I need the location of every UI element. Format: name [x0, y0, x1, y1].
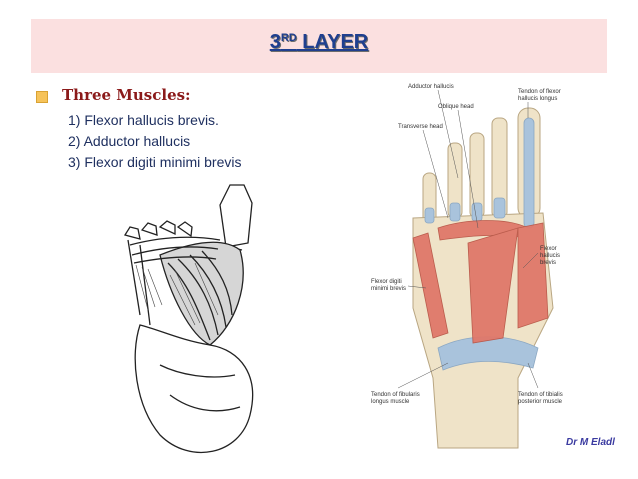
svg-text:Transverse head: Transverse head	[398, 124, 443, 130]
svg-text:Tendon of fibularis: Tendon of fibularis	[371, 392, 420, 398]
svg-text:hallucis: hallucis	[540, 253, 560, 259]
svg-text:Adductor hallucis: Adductor hallucis	[408, 84, 454, 90]
section-heading: Three Muscles:	[62, 86, 191, 104]
list-item: 3) Flexor digiti minimi brevis	[68, 154, 242, 170]
svg-text:posterior muscle: posterior muscle	[518, 399, 563, 405]
list-item: 1) Flexor hallucis brevis.	[68, 112, 219, 128]
svg-text:hallucis longus: hallucis longus	[518, 96, 557, 102]
svg-text:Tendon of tibialis: Tendon of tibialis	[518, 392, 563, 398]
svg-text:Tendon of flexor: Tendon of flexor	[518, 89, 561, 95]
author-signature: Dr M Eladl	[566, 437, 615, 448]
svg-text:Oblique head: Oblique head	[438, 104, 474, 110]
svg-text:brevis: brevis	[540, 260, 556, 266]
foot-plantar-anatomy-figure: Adductor hallucis Oblique head Transvers…	[371, 84, 563, 449]
foot-sketch-illustration	[123, 184, 254, 454]
muscle-list: 1) Flexor hallucis brevis. 2) Adductor h…	[68, 112, 241, 175]
svg-text:minimi brevis: minimi brevis	[371, 286, 406, 292]
svg-text:Flexor: Flexor	[540, 246, 557, 252]
svg-text:longus muscle: longus muscle	[371, 399, 410, 405]
title-band: 3RD LAYER	[31, 19, 607, 73]
list-item: 2) Adductor hallucis	[68, 133, 191, 149]
bullet-square-icon	[36, 91, 48, 103]
slide-title: 3RD LAYER	[269, 31, 369, 53]
svg-text:Flexor digiti: Flexor digiti	[371, 279, 402, 285]
